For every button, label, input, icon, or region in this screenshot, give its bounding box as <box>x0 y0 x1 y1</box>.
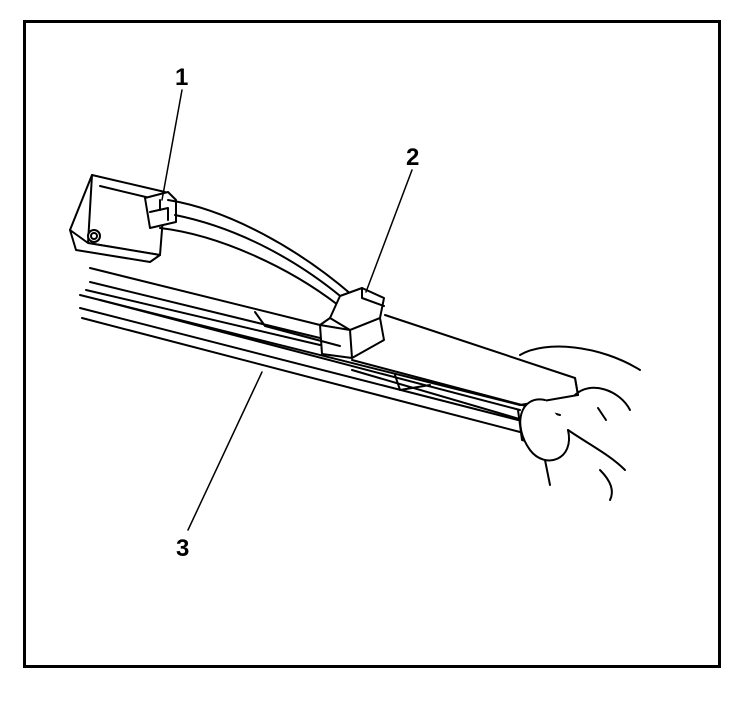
diagram-frame <box>23 20 721 668</box>
wiper-arm <box>69 174 166 263</box>
leader-line-3 <box>187 371 263 531</box>
blade-clip <box>319 287 385 359</box>
callout-label-1: 1 <box>175 64 189 91</box>
leader-line-2 <box>365 169 413 293</box>
callout-label-2: 2 <box>406 144 420 171</box>
arm-tab <box>144 191 177 229</box>
leader-lines <box>161 89 413 531</box>
hand <box>519 345 641 501</box>
arm-strap <box>159 199 353 306</box>
wiper-blade <box>79 267 579 446</box>
leader-line-1 <box>161 89 183 201</box>
callout-label-3: 3 <box>176 535 190 562</box>
